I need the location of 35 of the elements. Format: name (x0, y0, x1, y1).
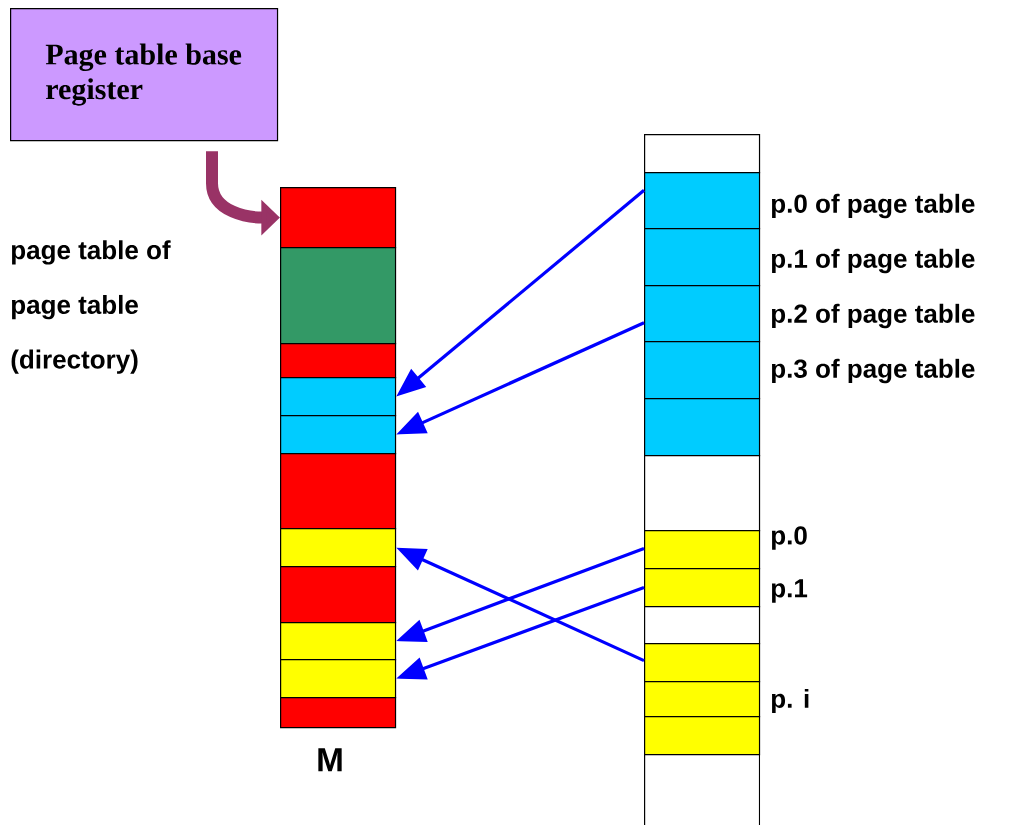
memory-block (644, 606, 761, 645)
memory-block (644, 754, 761, 825)
memory-block (280, 415, 397, 455)
memory-block (280, 247, 397, 345)
memory-block (280, 622, 397, 661)
memory-block (644, 398, 761, 457)
memory-block (280, 566, 397, 624)
memory-block (644, 568, 761, 608)
memory-block (280, 528, 397, 568)
register-box: Page table base register (10, 8, 279, 142)
memory-block (280, 187, 397, 249)
block-label: p.2 of page table (772, 303, 975, 329)
block-label: p.0 of page table (772, 193, 975, 219)
memory-block (644, 455, 761, 532)
side-label: page table of page table (directory) (11, 240, 171, 374)
block-label: p.3 of page table (772, 358, 975, 384)
block-label: p.1 (772, 579, 808, 603)
memory-block (644, 228, 761, 287)
memory-block (644, 134, 761, 174)
memory-block (644, 643, 761, 683)
memory-block (644, 716, 761, 756)
memory-block (280, 453, 397, 530)
memory-block (280, 343, 397, 379)
memory-block (644, 341, 761, 400)
memory-block (644, 681, 761, 718)
block-label: p. i (772, 688, 809, 714)
block-label: p.0 (772, 526, 807, 550)
column-label: M (318, 748, 342, 772)
memory-block (644, 285, 761, 343)
block-label: p.1 of page table (772, 248, 975, 274)
memory-block (280, 659, 397, 699)
memory-block (280, 377, 397, 417)
memory-block (280, 697, 397, 729)
memory-block (644, 530, 761, 570)
memory-block (644, 172, 761, 230)
